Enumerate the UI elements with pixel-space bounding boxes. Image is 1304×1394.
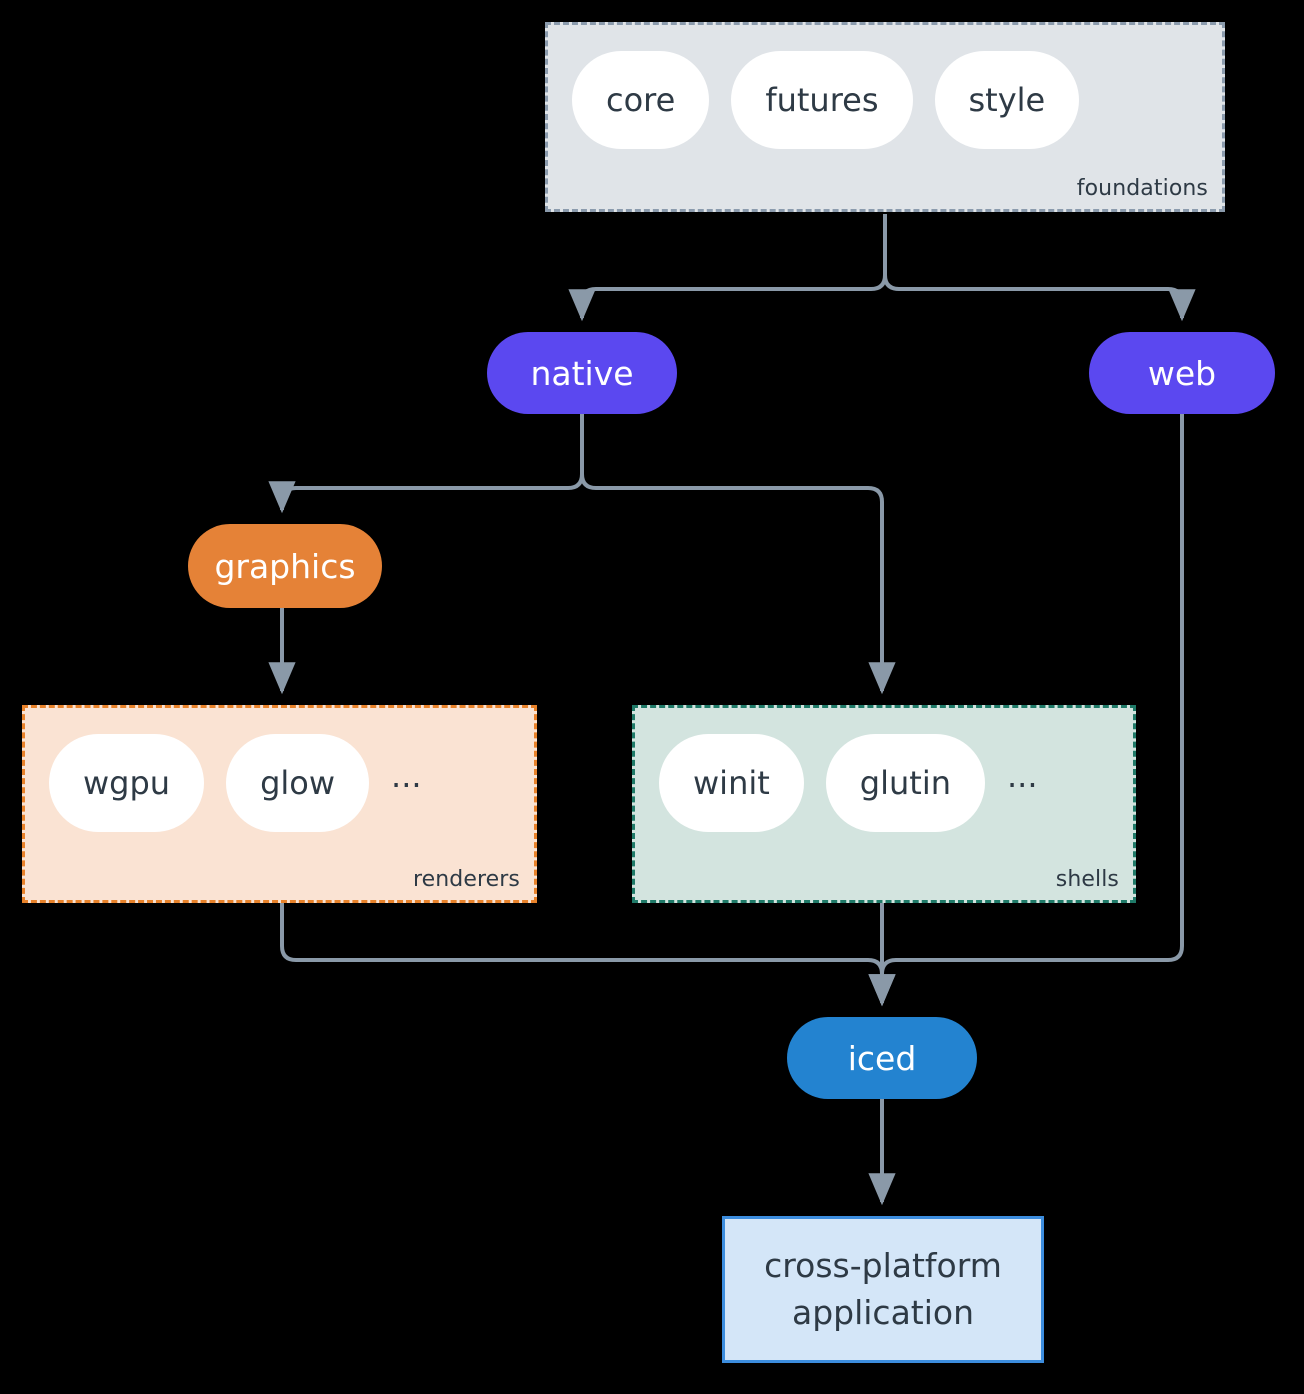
cluster-foundations-items: core futures style bbox=[572, 51, 1080, 149]
node-native[interactable]: native bbox=[487, 332, 677, 414]
edge-foundations-web bbox=[883, 214, 1196, 322]
renderers-ellipsis: ... bbox=[391, 757, 422, 795]
application-line-2: application bbox=[791, 1292, 975, 1332]
chip-core[interactable]: core bbox=[572, 51, 710, 149]
edge-foundations-native bbox=[568, 214, 887, 322]
shells-ellipsis: ... bbox=[1006, 757, 1038, 795]
cluster-renderers: wgpu glow ... renderers bbox=[22, 705, 537, 903]
node-iced[interactable]: iced bbox=[787, 1017, 977, 1099]
chip-glutin[interactable]: glutin bbox=[825, 734, 985, 832]
node-cross-platform-application[interactable]: cross-platform application bbox=[722, 1216, 1044, 1363]
chip-wgpu[interactable]: wgpu bbox=[49, 734, 205, 832]
chip-futures[interactable]: futures bbox=[731, 51, 913, 149]
cluster-foundations: core futures style foundations bbox=[545, 22, 1225, 212]
node-web[interactable]: web bbox=[1089, 332, 1275, 414]
node-graphics[interactable]: graphics bbox=[188, 524, 382, 608]
cluster-foundations-label: foundations bbox=[1076, 176, 1208, 201]
edge-native-shells bbox=[580, 414, 896, 695]
chip-winit[interactable]: winit bbox=[659, 734, 804, 832]
cluster-shells-label: shells bbox=[1055, 867, 1119, 892]
cluster-shells-items: winit glutin ... bbox=[659, 734, 1038, 832]
edge-native-graphics bbox=[268, 414, 584, 514]
cluster-renderers-label: renderers bbox=[412, 867, 520, 892]
cluster-renderers-items: wgpu glow ... bbox=[49, 734, 422, 832]
application-line-1: cross-platform bbox=[764, 1245, 1002, 1285]
chip-style[interactable]: style bbox=[934, 51, 1080, 149]
cluster-shells: winit glutin ... shells bbox=[632, 705, 1136, 903]
edge-renderers-iced bbox=[280, 903, 896, 1007]
chip-glow[interactable]: glow bbox=[226, 734, 370, 832]
